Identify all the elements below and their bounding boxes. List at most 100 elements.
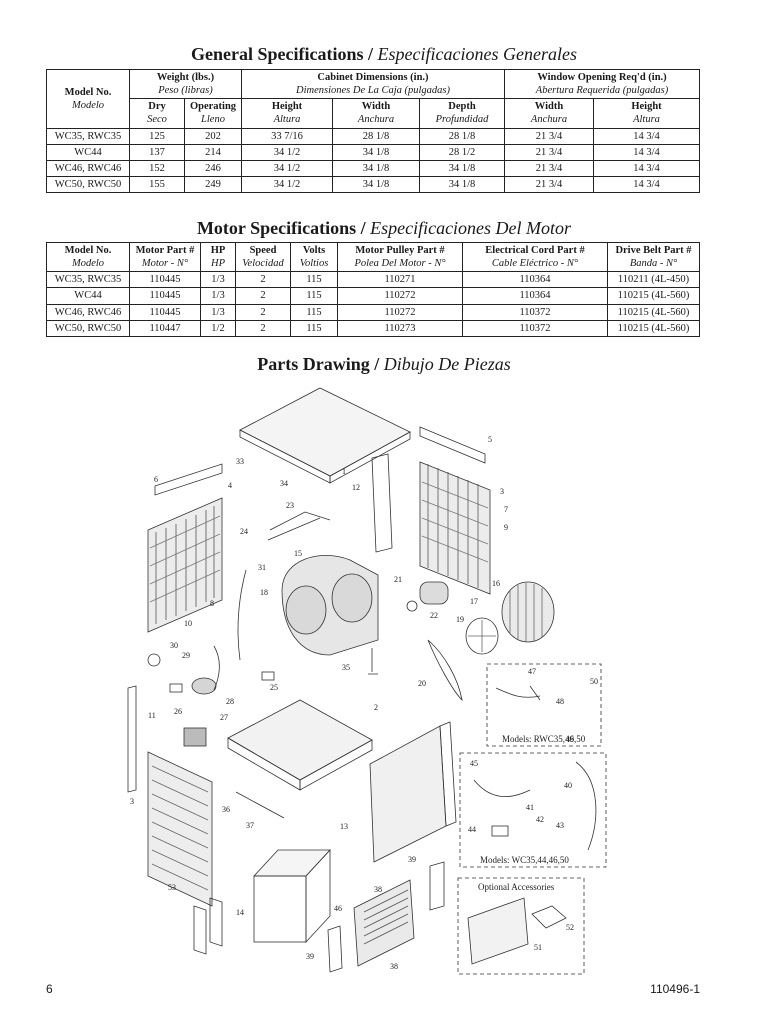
part-callout-number: 46	[334, 904, 342, 913]
optional-accessories-label: Optional Accessories	[478, 882, 555, 892]
motor-bracket-part	[267, 511, 331, 541]
part-callout-number: 26	[174, 707, 182, 716]
shaft-part	[368, 648, 378, 675]
rod-part	[235, 791, 285, 819]
general-table-cell: 34 1/8	[332, 143, 420, 161]
water-pan-part	[227, 699, 373, 791]
motor-table-cell: WC35, RWC35	[46, 271, 130, 289]
part-callout-number: 24	[240, 527, 248, 536]
general-table-cell: 152	[129, 159, 185, 177]
general-table-cell: 21 3/4	[504, 127, 594, 145]
general-table-cell: 21 3/4	[504, 159, 594, 177]
part-callout-number: 27	[220, 713, 228, 722]
motor-table-cell: 2	[235, 287, 291, 305]
motor-table-cell: 2	[235, 271, 291, 289]
part-callout-number: 38	[374, 885, 382, 894]
parts-title-es: Dibujo De Piezas	[383, 354, 511, 374]
motor-table-cell: 115	[290, 303, 338, 321]
motor-title-es: Especificaciones Del Motor	[370, 218, 572, 238]
switch-part	[261, 671, 275, 681]
left-rail-part	[154, 463, 223, 496]
general-table-cell: 155	[129, 175, 185, 194]
blower-pulley-part	[465, 617, 499, 655]
motor-table-cell: 110211 (4L-450)	[607, 271, 700, 289]
motor-table-cell: 110447	[129, 319, 201, 337]
part-callout-number: 9	[504, 523, 508, 532]
parts-drawing-title: Parts Drawing / Dibujo De Piezas	[0, 354, 768, 375]
motor-table-cell: 1/3	[200, 287, 236, 305]
part-callout-number: 45	[470, 759, 478, 768]
motor-title-en: Motor Specifications /	[196, 218, 371, 238]
motor-table-cell: WC44	[46, 287, 130, 305]
part-callout-number: 37	[246, 821, 254, 830]
side-rail-part	[127, 685, 137, 793]
motor-table-cell: 115	[290, 271, 338, 289]
motor-table-cell: 110445	[129, 287, 201, 305]
front-grille-part	[147, 751, 213, 907]
general-table-cell: WC50, RWC50	[46, 175, 130, 194]
general-table-cell: 28 1/2	[419, 143, 505, 161]
motor-header-cord: Electrical Cord Part #Cable Eléctrico - …	[462, 241, 608, 273]
part-callout-number: 15	[294, 549, 302, 558]
wc-thermostat-part	[491, 825, 509, 837]
general-table-cell: 34 1/8	[419, 159, 505, 177]
motor-table-cell: WC50, RWC50	[46, 319, 130, 337]
part-callout-number: 49	[566, 735, 574, 744]
mounting-brackets-part	[193, 897, 223, 955]
part-callout-number: 28	[226, 697, 234, 706]
part-callout-number: 2	[374, 703, 378, 712]
gen-header-window: Window Opening Req'd (in.)Abertura Reque…	[504, 68, 700, 100]
general-table-cell: 246	[184, 159, 242, 177]
general-table-cell: 14 3/4	[593, 159, 700, 177]
part-callout-number: 51	[534, 943, 542, 952]
part-callout-number: 18	[260, 588, 268, 597]
part-callout-number: 31	[258, 563, 266, 572]
motor-table-cell: 110273	[337, 319, 463, 337]
part-callout-number: 41	[526, 803, 534, 812]
motor-table-cell: 2	[235, 319, 291, 337]
general-specifications-title: General Specifications / Especificacione…	[0, 44, 768, 65]
part-callout-number: 44	[468, 825, 476, 834]
motor-table-cell: 115	[290, 287, 338, 305]
part-callout-number: 17	[470, 597, 478, 606]
part-callout-number: 42	[536, 815, 544, 824]
part-callout-number: 1	[342, 467, 346, 476]
general-table-cell: 14 3/4	[593, 143, 700, 161]
motor-table-cell: 110372	[462, 303, 608, 321]
motor-header-model: Model No.Modelo	[46, 241, 130, 273]
filter-part-upper	[429, 861, 445, 911]
motor-header-motor: Motor Part #Motor - N°	[129, 241, 201, 273]
general-table-cell: 34 1/2	[241, 175, 333, 194]
motor-table-cell: 1/3	[200, 271, 236, 289]
part-callout-number: 30	[170, 641, 178, 650]
motor-table-cell: 110215 (4L-560)	[607, 287, 700, 305]
motor-table-cell: WC46, RWC46	[46, 303, 130, 321]
clip-part	[169, 683, 183, 693]
general-table-cell: 34 1/2	[241, 159, 333, 177]
general-table-cell: 34 1/8	[332, 159, 420, 177]
part-callout-number: 13	[340, 822, 348, 831]
top-cover-part	[239, 387, 411, 484]
general-table-cell: 34 1/8	[332, 175, 420, 194]
motor-table-cell: 110364	[462, 271, 608, 289]
general-table-cell: 21 3/4	[504, 175, 594, 194]
motor-header-belt: Drive Belt Part #Banda - N°	[607, 241, 700, 273]
part-callout-number: 3	[500, 487, 504, 496]
motor-specifications-title: Motor Specifications / Especificaciones …	[0, 218, 768, 239]
accessory-vent-part	[531, 905, 567, 929]
rwc-wiring-part	[495, 685, 541, 701]
gen-header-weight: Weight (lbs.)Peso (libras)	[129, 68, 242, 100]
